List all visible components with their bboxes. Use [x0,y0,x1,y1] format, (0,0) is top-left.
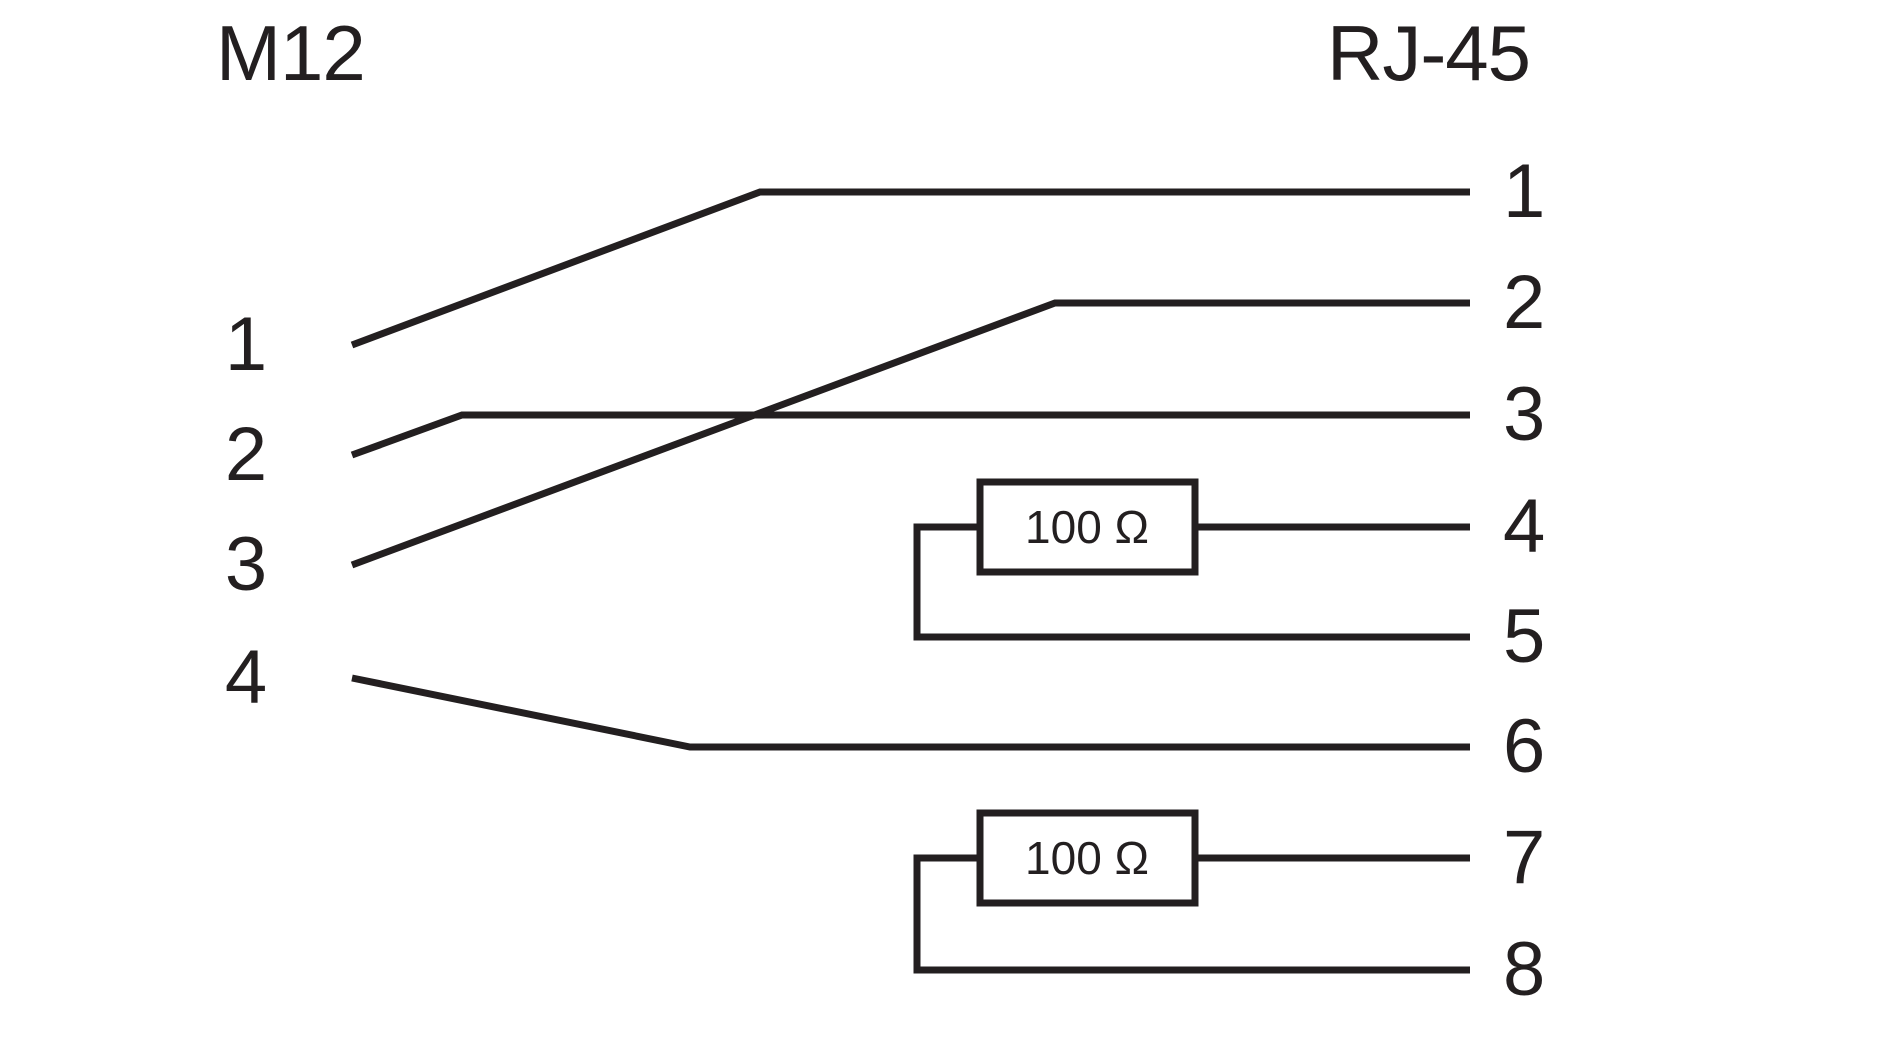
resistor-upper-body [976,478,1199,576]
rj45-pin-label-5: 5 [1503,594,1546,679]
rj45-pin-label-8: 8 [1503,927,1546,1012]
wire-m12-4-to-rj45-6 [351,674,1470,751]
connector-title-left: M12 [216,9,366,97]
rj45-pin-label-1: 1 [1503,149,1546,234]
rj45-pin-label-7: 7 [1503,815,1546,900]
m12-pin-label-4: 4 [224,635,268,720]
connector-title-right: RJ-45 [1327,9,1531,97]
rj45-pin-label-2: 2 [1503,260,1546,345]
rj45-pin-label-6: 6 [1503,704,1546,789]
termination-lower-loop-wire [913,854,1470,974]
m12-pin-label-1: 1 [224,302,268,387]
termination-upper-loop-wire [913,523,1470,641]
resistor-lower-body [976,809,1199,907]
rj45-pin-label-3: 3 [1503,372,1546,457]
m12-pin-label-3: 3 [224,522,268,607]
wire-m12-3-to-rj45-2 [350,299,1470,569]
wire-m12-2-to-rj45-3 [350,411,1470,459]
wire-m12-1-to-rj45-1 [350,188,1470,349]
rj45-pin-label-4: 4 [1503,484,1546,569]
resistor-upper-value: 100 Ω [1025,501,1149,553]
resistor-lower-value: 100 Ω [1025,832,1149,884]
m12-pin-label-2: 2 [224,412,268,497]
